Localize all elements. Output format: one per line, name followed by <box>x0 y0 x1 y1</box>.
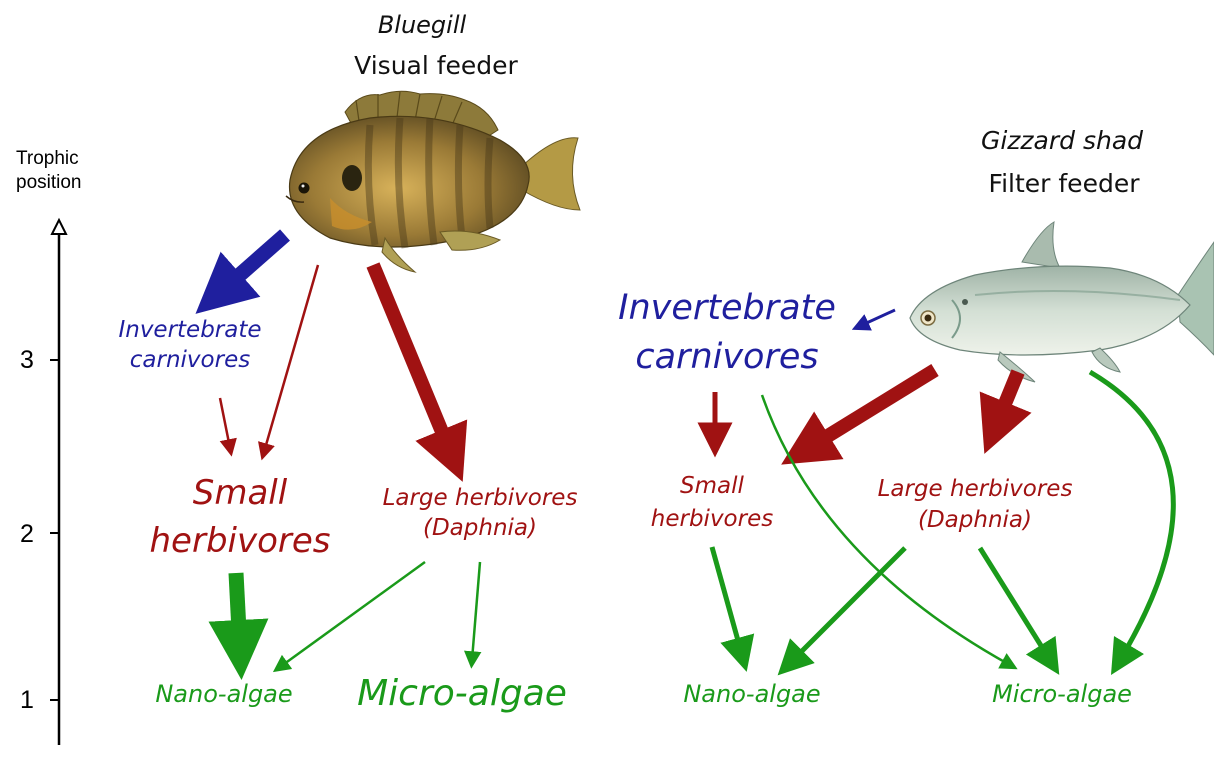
arrow-shad-to-invertebrate-carnivores <box>860 310 895 326</box>
arrow-invertebrate-carnivores-to-small-herbivores <box>220 398 230 448</box>
axis-title-line2: position <box>16 171 82 195</box>
node-label-line2: (Daphnia) <box>878 505 1073 536</box>
bluegill-small-herbivores: Small herbivores <box>149 470 330 565</box>
bluegill-feeding-label: Visual feeder <box>354 52 518 81</box>
bluegill-species-label: Bluegill <box>378 12 466 40</box>
arrow-large-herbivores-to-micro-algae <box>472 562 480 660</box>
arrow-large-herbivores-to-micro-algae <box>980 548 1050 660</box>
node-label-line2: (Daphnia) <box>383 514 578 544</box>
arrow-shad-to-large-herbivores <box>995 372 1018 428</box>
arrow-shad-to-micro-algae <box>1090 372 1173 660</box>
node-label-line2: herbivores <box>149 518 330 566</box>
shad-species-label: Gizzard shad <box>981 127 1143 156</box>
bluegill-arrows <box>218 235 480 667</box>
node-label-line2: carnivores <box>618 333 836 382</box>
trophic-axis <box>50 220 66 745</box>
axis-tick-label-2: 2 <box>20 520 34 549</box>
node-label-line1: Invertebrate <box>618 284 836 333</box>
bluegill-invertebrate-carnivores: Invertebrate carnivores <box>118 316 261 376</box>
axis-tick-label-1: 1 <box>20 686 34 715</box>
arrow-large-herbivores-to-nano-algae <box>790 548 905 663</box>
arrow-bluegill-to-invertebrate-carnivores <box>218 235 285 294</box>
node-label-line2: herbivores <box>651 503 773 536</box>
shad-micro-algae: Micro-algae <box>992 681 1132 709</box>
shad-feeding-label: Filter feeder <box>989 170 1140 199</box>
gizzard-shad-fish-image <box>910 222 1214 382</box>
bluegill-micro-algae: Micro-algae <box>357 673 567 714</box>
axis-title-line1: Trophic <box>16 147 82 171</box>
shad-nano-algae: Nano-algae <box>683 681 820 709</box>
shad-small-herbivores: Small herbivores <box>651 470 773 537</box>
arrow-large-herbivores-to-nano-algae <box>280 562 425 667</box>
arrow-small-herbivores-to-nano-algae <box>712 547 742 655</box>
node-label-line1: Large herbivores <box>383 484 578 514</box>
arrow-bluegill-to-small-herbivores <box>264 265 318 452</box>
node-label-line1: Small <box>149 470 330 518</box>
shad-invertebrate-carnivores: Invertebrate carnivores <box>618 284 836 382</box>
axis-title: Trophic position <box>16 147 82 195</box>
bluegill-nano-algae: Nano-algae <box>155 681 292 709</box>
node-label-line2: carnivores <box>118 346 261 376</box>
bluegill-fish-image <box>286 91 580 272</box>
bluegill-large-herbivores: Large herbivores (Daphnia) <box>383 484 578 544</box>
node-label-line1: Small <box>651 470 773 503</box>
shad-large-herbivores: Large herbivores (Daphnia) <box>878 474 1073 536</box>
arrow-small-herbivores-to-nano-algae <box>236 573 240 650</box>
arrow-shad-to-small-herbivores <box>805 370 935 450</box>
node-label-line1: Large herbivores <box>878 474 1073 505</box>
node-label-line1: Invertebrate <box>118 316 261 346</box>
arrow-bluegill-to-large-herbivores <box>373 265 452 456</box>
axis-tick-label-3: 3 <box>20 346 34 375</box>
